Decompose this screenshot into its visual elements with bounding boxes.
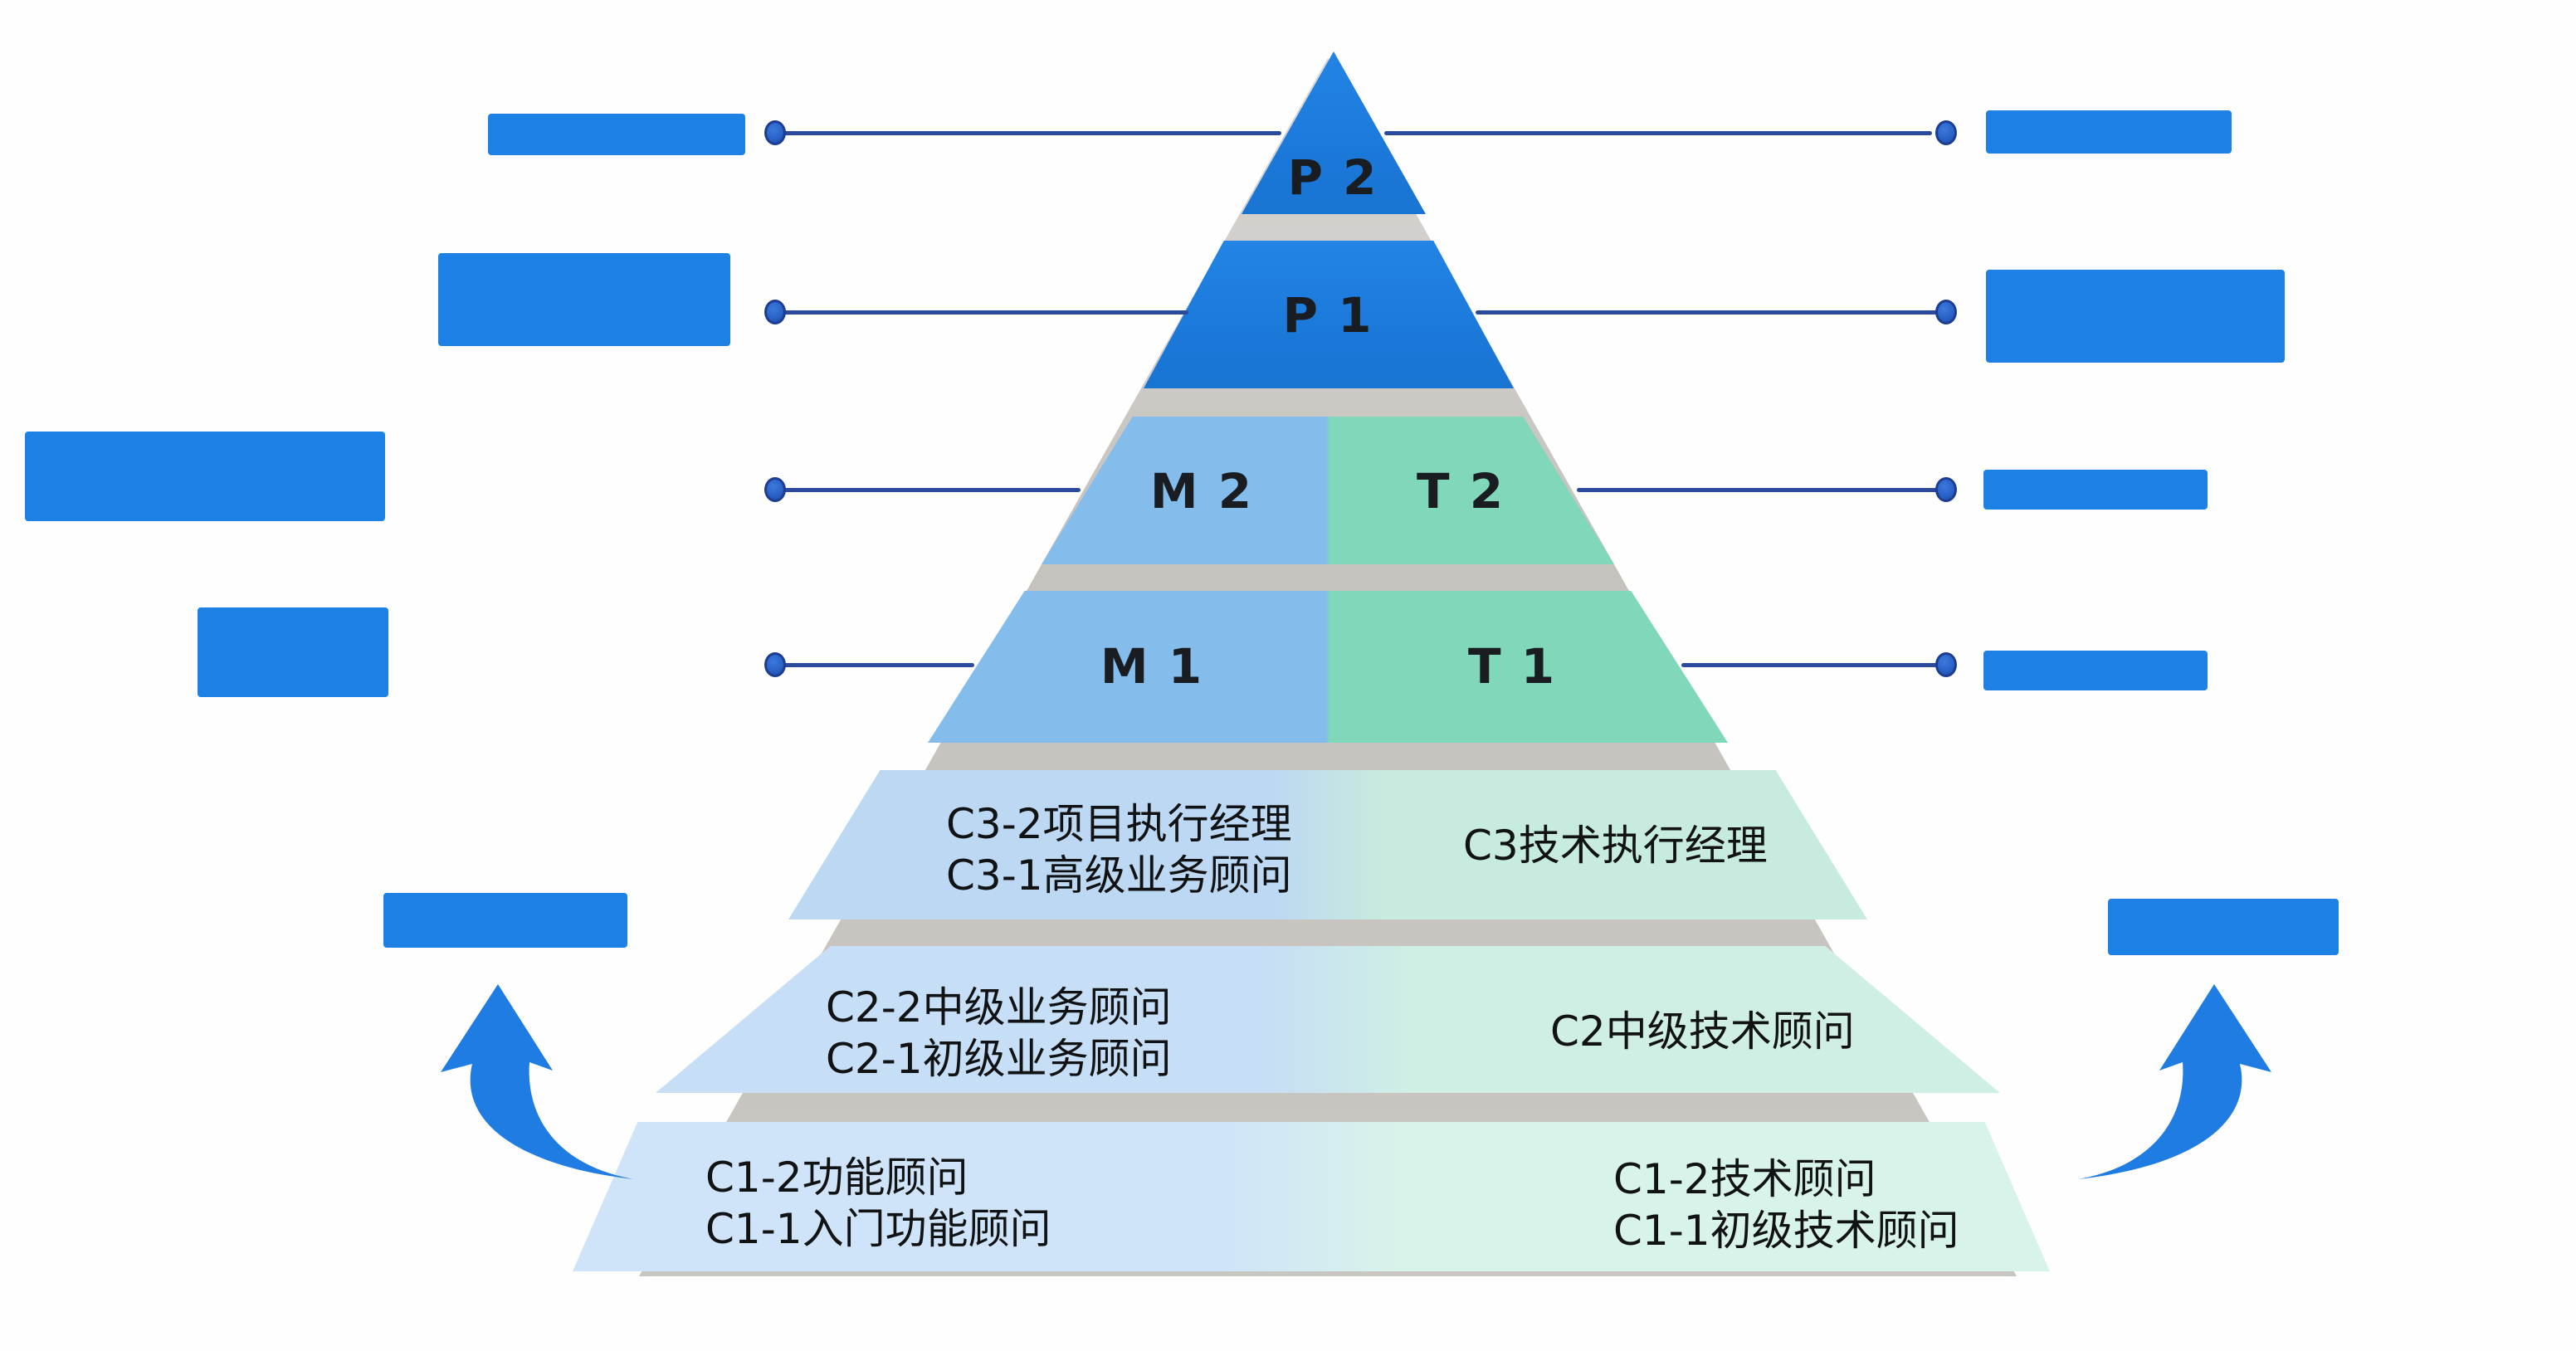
- level-c2-left-roles: C2-2中级业务顾问 C2-1初级业务顾问: [826, 982, 1172, 1085]
- connector-dot-icon: [764, 477, 786, 502]
- level-m2-label: M 2: [1149, 463, 1254, 519]
- level-t1-label: T 1: [1467, 638, 1557, 695]
- level-c3-right-roles: C3技术执行经理: [1463, 820, 1768, 871]
- level-c2-right-roles: C2中级技术顾问: [1550, 1006, 1855, 1057]
- connector-line-left-p2: [783, 131, 1281, 135]
- level-t2-label: T 2: [1416, 463, 1505, 519]
- level-c3-left-roles: C3-2项目执行经理 C3-1高级业务顾问: [946, 798, 1292, 901]
- connector-dot-icon: [1935, 477, 1957, 502]
- role-line: C1-1入门功能顾问: [705, 1205, 1051, 1253]
- level-c1-right-roles: C1-2技术顾问 C1-1初级技术顾问: [1613, 1153, 1959, 1256]
- level-p2-label: P 2: [1287, 149, 1378, 206]
- role-line: C1-1初级技术顾问: [1613, 1207, 1959, 1255]
- level-c3-slab: [788, 770, 1867, 919]
- redacted-label-right-t1: [1983, 651, 2208, 690]
- role-line: C2-1初级业务顾问: [826, 1035, 1172, 1083]
- connector-dot-icon: [764, 120, 786, 145]
- redacted-label-right-p2: [1986, 110, 2232, 154]
- connector-dot-icon: [1935, 300, 1957, 324]
- connector-line-right-t2: [1577, 488, 1939, 492]
- connector-dot-icon: [1935, 652, 1957, 677]
- redacted-label-right-t2: [1983, 470, 2208, 510]
- redacted-label-left-m1: [198, 607, 388, 697]
- role-line: C1-2技术顾问: [1613, 1155, 1876, 1203]
- connector-dot-icon: [1935, 120, 1957, 145]
- curved-arrow-up-icon: [2078, 984, 2271, 1179]
- connector-line-left-m2: [778, 488, 1081, 492]
- connector-line-left-m1: [777, 663, 974, 667]
- connector-dot-icon: [764, 652, 786, 677]
- connector-dot-icon: [764, 300, 786, 324]
- redacted-label-right-p1: [1986, 270, 2285, 363]
- redacted-label-left-m2: [25, 432, 385, 521]
- connector-line-right-t1: [1681, 663, 1939, 667]
- redacted-label-bottom-right: [2108, 899, 2339, 955]
- level-c1-left-roles: C1-2功能顾问 C1-1入门功能顾问: [705, 1152, 1051, 1255]
- role-line: C3-1高级业务顾问: [946, 851, 1292, 900]
- redacted-label-left-p2: [488, 114, 745, 155]
- level-p1-label: P 1: [1282, 287, 1373, 344]
- level-m1-t1-slab: [928, 591, 1728, 743]
- level-c2-slab: [656, 946, 2000, 1093]
- role-line: C3-2项目执行经理: [946, 800, 1292, 848]
- level-m1-label: M 1: [1100, 638, 1204, 695]
- redacted-label-bottom-left: [383, 893, 627, 948]
- connector-line-right-p1: [1476, 310, 1937, 315]
- level-m2-t2-slab: [1042, 417, 1614, 564]
- redacted-label-left-p1: [438, 253, 730, 346]
- role-line: C3技术执行经理: [1463, 822, 1768, 870]
- role-line: C2-2中级业务顾问: [826, 983, 1172, 1032]
- level-c1-slab: [573, 1122, 2050, 1271]
- role-line: C1-2功能顾问: [705, 1153, 968, 1202]
- curved-arrow-up-icon: [441, 984, 634, 1179]
- role-line: C2中级技术顾问: [1550, 1007, 1855, 1056]
- connector-line-left-p1: [780, 310, 1188, 315]
- connector-line-right-p2: [1384, 131, 1932, 135]
